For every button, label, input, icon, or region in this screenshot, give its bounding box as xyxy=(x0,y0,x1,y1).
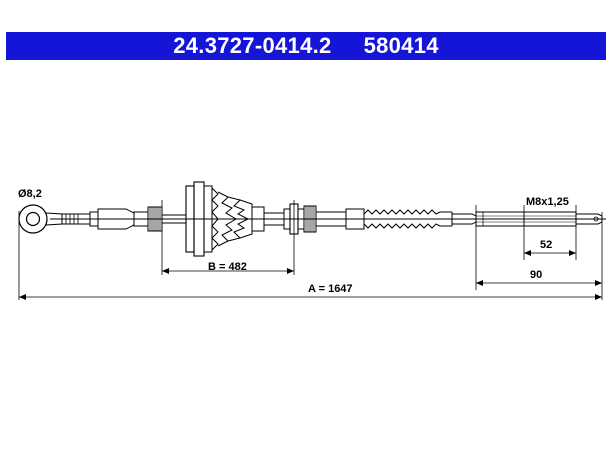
dim-a-label: A = 1647 xyxy=(308,283,353,295)
threaded-end xyxy=(475,205,603,300)
dimension-b xyxy=(162,268,294,274)
thread-label: M8x1,25 xyxy=(526,196,569,208)
header-bar: 24.3727-0414.2 580414 xyxy=(6,32,606,60)
rubber-boot xyxy=(185,181,265,257)
ribbed-sheath xyxy=(315,208,477,230)
dim-90-label: 90 xyxy=(530,269,542,281)
part-number: 24.3727-0414.2 xyxy=(173,33,332,58)
eye-diameter-label: Ø8,2 xyxy=(18,188,42,200)
dim-52-label: 52 xyxy=(540,239,552,251)
left-thread xyxy=(147,200,163,275)
left-ferrule xyxy=(61,208,149,230)
middle-fitting xyxy=(263,200,317,275)
dimension-a xyxy=(19,294,602,300)
eye-fitting xyxy=(18,204,63,300)
reference-number: 580414 xyxy=(363,33,439,58)
dimension-52 xyxy=(524,250,576,256)
dimension-90 xyxy=(476,280,602,286)
dim-b-label: B = 482 xyxy=(208,261,247,273)
header-band xyxy=(6,32,606,60)
